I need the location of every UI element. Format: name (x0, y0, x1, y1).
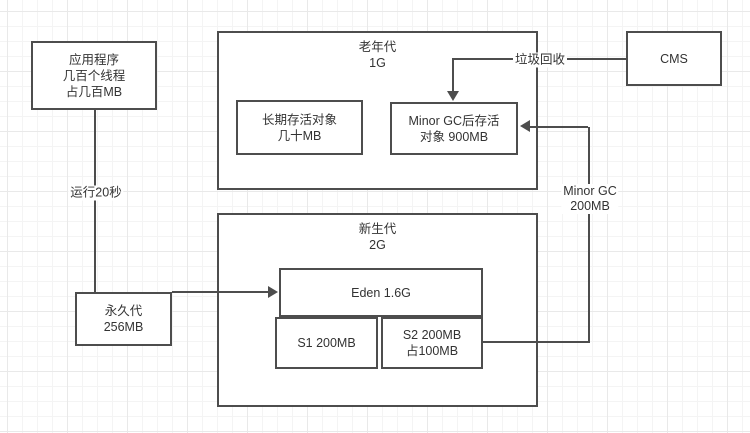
permanent-generation-line2: 256MB (103, 320, 144, 334)
long-lived-objects-box[interactable]: 长期存活对象 几十MB (236, 100, 363, 155)
edge-label-minor-gc-line1: Minor GC (563, 184, 617, 198)
application-label-line3: 占几百MB (65, 84, 123, 99)
cms-label: CMS (660, 51, 688, 66)
survivor2-box[interactable]: S2 200MB 占100MB (381, 317, 483, 369)
permanent-generation-line1: 永久代 (104, 304, 143, 318)
arrowhead-left-icon (520, 120, 530, 132)
arrowhead-down-icon (447, 91, 459, 101)
edge-perm-to-eden[interactable] (172, 291, 268, 293)
survivor1-box[interactable]: S1 200MB (275, 317, 378, 369)
minor-gc-survivors-line2: 对象 900MB (419, 129, 489, 144)
application-label-line2: 几百个线程 (62, 68, 126, 83)
edge-s2-to-oldgen-top[interactable] (530, 126, 588, 128)
edge-label-run-time: 运行20秒 (68, 185, 124, 201)
edge-s2-to-oldgen-vertical[interactable] (588, 127, 590, 343)
application-label-line1: 应用程序 (68, 52, 119, 67)
new-generation-title: 新生代 (358, 222, 397, 236)
edge-cms-to-oldgen-vertical[interactable] (452, 58, 454, 92)
new-generation-capacity: 2G (369, 238, 386, 252)
cms-box[interactable]: CMS (626, 31, 722, 86)
eden-box[interactable]: Eden 1.6G (279, 268, 483, 317)
long-lived-label-line1: 长期存活对象 (261, 112, 337, 127)
survivor2-label-line1: S2 200MB (402, 328, 462, 342)
minor-gc-survivors-line1: Minor GC后存活 (408, 113, 500, 128)
edge-app-to-perm[interactable] (94, 110, 96, 292)
eden-label: Eden 1.6G (351, 285, 411, 300)
long-lived-label-line2: 几十MB (277, 128, 322, 143)
edge-label-garbage-collect: 垃圾回收 (512, 52, 568, 68)
survivor1-label: S1 200MB (297, 336, 356, 350)
minor-gc-survivors-box[interactable]: Minor GC后存活 对象 900MB (390, 102, 518, 155)
edge-label-minor-gc-line2: 200MB (570, 199, 610, 213)
edge-s2-to-oldgen-bottom[interactable] (483, 341, 590, 343)
edge-label-minor-gc: Minor GC 200MB (561, 184, 619, 214)
application-box[interactable]: 应用程序 几百个线程 占几百MB (31, 41, 157, 110)
survivor2-label-line2: 占100MB (405, 344, 459, 358)
arrowhead-right-icon (268, 286, 278, 298)
permanent-generation-box[interactable]: 永久代 256MB (75, 292, 172, 346)
old-generation-title: 老年代 (358, 40, 397, 54)
old-generation-capacity: 1G (369, 56, 386, 70)
